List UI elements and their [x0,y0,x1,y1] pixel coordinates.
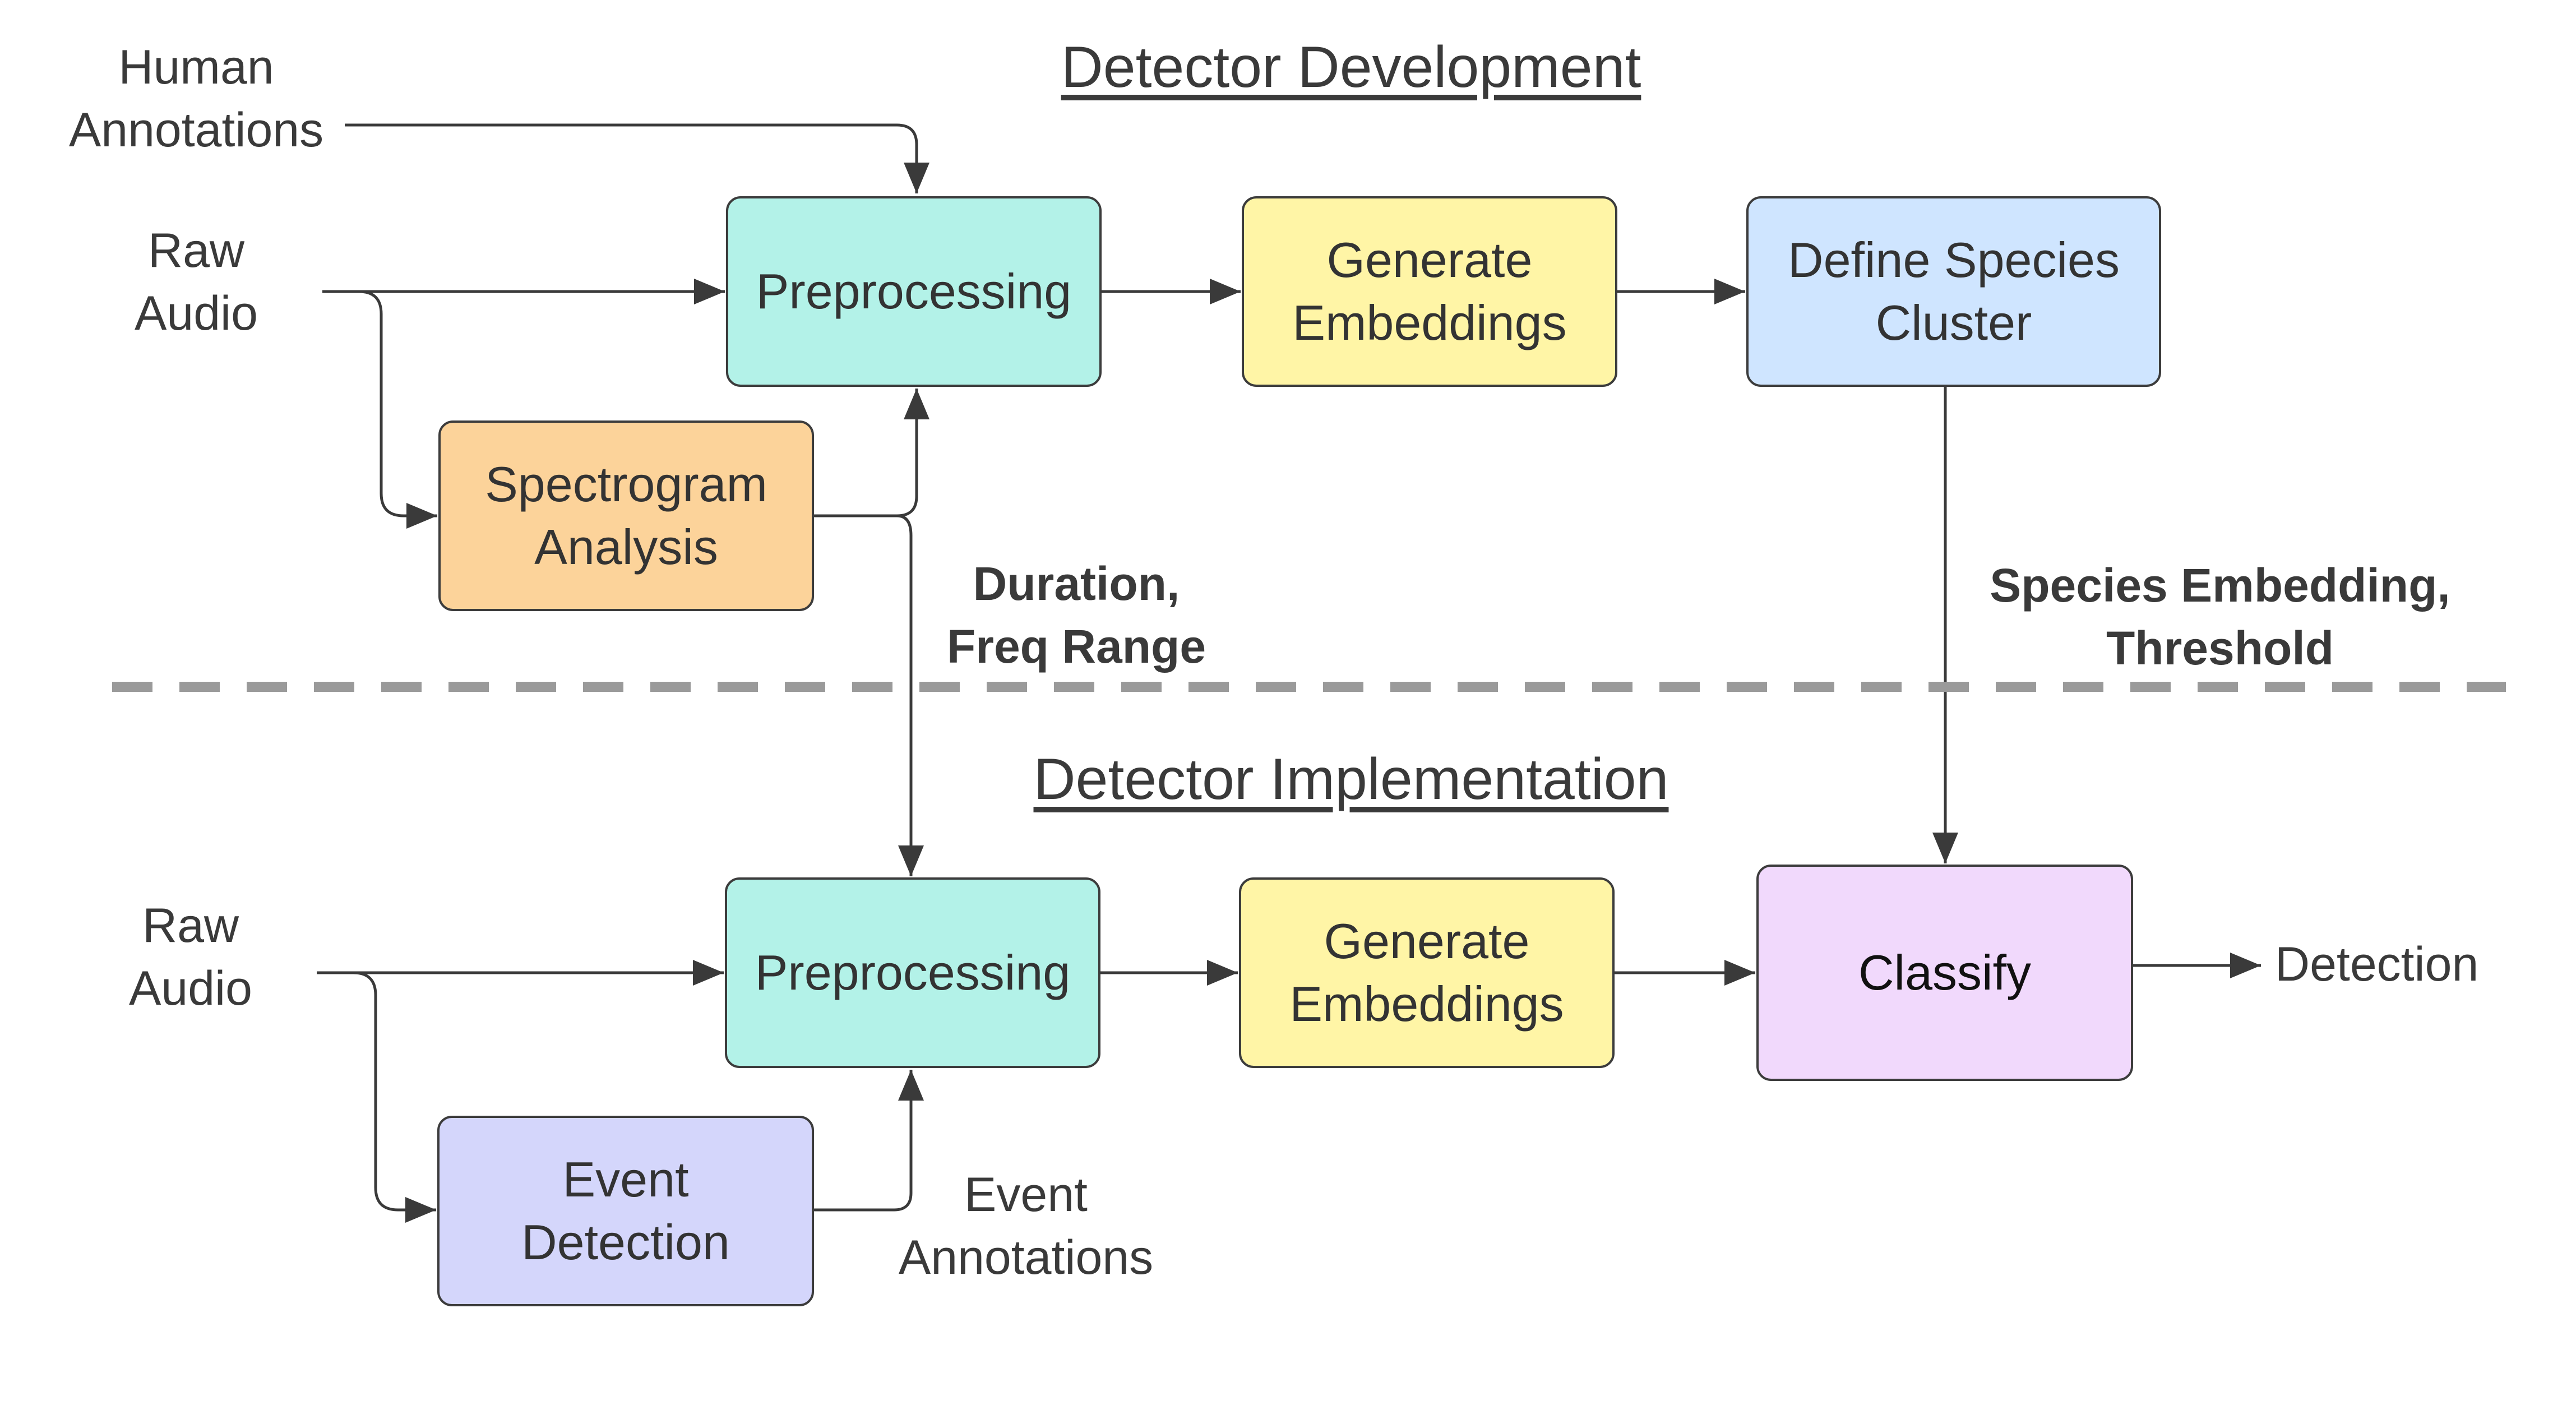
label-species-embedding-threshold-line1: Species Embedding, [1990,559,2450,612]
node-define-species-cluster-line2: Cluster [1875,295,2032,350]
node-spectrogram-analysis-line2: Analysis [534,519,718,575]
edge-spectrogram-to-preprocessing-bottom [896,514,913,876]
edge-raw-audio-top-to-spectrogram [358,290,437,517]
node-preprocessing-top-line1: Preprocessing [756,264,1072,319]
label-species-embedding-threshold-line2: Threshold [2106,622,2334,674]
input-raw-audio-top-line1: Raw [147,224,245,278]
node-classify-line1: Classify [1858,945,2032,1000]
node-event-detection-line1: Event [562,1152,689,1207]
edge-human-annotations-to-preprocessing [345,123,918,193]
input-raw-audio-top: Raw Audio [101,219,292,345]
node-preprocessing-bottom[interactable]: Preprocessing [725,877,1100,1068]
node-event-detection[interactable]: Event Detection [437,1116,814,1306]
arrowhead-human-annotations [904,163,929,193]
heading-detector-implementation: Detector Implementation [1033,747,1669,812]
arrowhead-spectrogram-out [904,389,929,419]
node-generate-embeddings-bottom[interactable]: Generate Embeddings [1239,877,1615,1068]
output-detection: Detection [2275,937,2479,991]
arrowhead-spectrogram-in [406,503,437,529]
label-species-embedding-threshold: Species Embedding, Threshold [1951,554,2489,680]
label-duration-freq-range-line1: Duration, [973,557,1180,610]
arrowhead-event-detection-in [405,1197,436,1223]
node-generate-embeddings-top[interactable]: Generate Embeddings [1242,196,1617,387]
input-human-annotations-line2: Annotations [68,103,324,157]
input-raw-audio-bottom-line1: Raw [142,899,239,953]
node-preprocessing-bottom-line1: Preprocessing [755,945,1071,1000]
node-define-species-cluster[interactable]: Define Species Cluster [1746,196,2161,387]
input-raw-audio-top-line2: Audio [135,286,258,340]
arrowhead-embeddings-bottom [1207,960,1238,986]
node-generate-embeddings-top-line1: Generate [1326,232,1533,288]
label-event-annotations-line1: Event [964,1168,1088,1222]
node-event-detection-line2: Detection [521,1214,730,1270]
arrowhead-raw-audio-bottom [693,960,724,986]
arrowhead-classify-top [1932,833,1958,863]
node-preprocessing-top[interactable]: Preprocessing [726,196,1102,387]
edge-spectrogram-to-preprocessing [814,389,918,517]
arrowhead-event-detection-out [898,1070,924,1101]
heading-detector-development: Detector Development [1061,35,1641,100]
label-event-annotations-line2: Annotations [898,1231,1154,1284]
arrowhead-duration-freq-down [898,845,924,876]
node-spectrogram-analysis[interactable]: Spectrogram Analysis [438,420,814,611]
node-generate-embeddings-top-line2: Embeddings [1292,295,1567,350]
input-raw-audio-bottom: Raw Audio [95,894,286,1020]
node-generate-embeddings-bottom-line2: Embeddings [1289,976,1564,1032]
edge-event-detection-to-preprocessing [814,1070,913,1212]
input-human-annotations-line1: Human [118,40,274,94]
arrowhead-raw-audio-top [694,279,725,304]
edge-raw-audio-bottom-to-event-detection [353,971,436,1212]
label-event-annotations: Event Annotations [863,1163,1188,1289]
label-duration-freq-range: Duration, Freq Range [919,552,1233,678]
arrowhead-cluster [1714,279,1745,304]
input-human-annotations: Human Annotations [45,36,348,161]
arrowhead-detection [2230,953,2261,978]
arrowhead-embeddings-top [1210,279,1241,304]
input-raw-audio-bottom-line2: Audio [129,962,252,1015]
node-spectrogram-analysis-line1: Spectrogram [485,456,767,512]
node-classify[interactable]: Classify [1756,865,2133,1081]
label-duration-freq-range-line2: Freq Range [946,620,1206,673]
node-define-species-cluster-line1: Define Species [1788,232,2120,288]
arrowhead-classify-left [1724,960,1755,986]
node-generate-embeddings-bottom-line1: Generate [1324,913,1530,969]
